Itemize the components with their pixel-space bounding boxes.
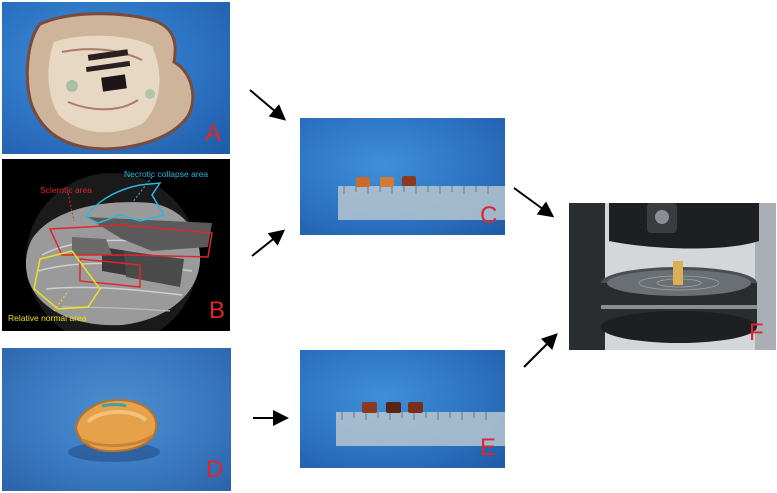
femoral-head-image	[68, 398, 160, 462]
panel-letter-b: B	[209, 297, 226, 324]
arrow-e-to-f	[523, 333, 558, 368]
panel-a-femoral-head-slice-photo: A	[2, 2, 230, 154]
panel-letter-d: D	[206, 456, 224, 483]
specimens-on-ruler-image-e	[336, 402, 505, 446]
femoral-head-slice-image	[25, 12, 195, 151]
sclerotic-area-outline	[48, 224, 213, 288]
panel-letter-f: F	[749, 319, 764, 346]
normal-area-outline	[33, 250, 101, 310]
panel-letter-e: E	[480, 434, 497, 461]
sclerotic-area-label: Sclerotic area	[40, 185, 92, 195]
necrotic-area-outline	[84, 182, 166, 224]
relative-normal-area-label: Relative normal area	[8, 313, 87, 323]
arrow-c-to-f	[513, 187, 555, 218]
panel-e-specimens-on-ruler: E	[300, 350, 505, 468]
panel-b-micro-ct-section: Necrotic collapse area Sclerotic area Re…	[2, 159, 230, 331]
panel-f-compression-testing-photo: F	[569, 203, 776, 350]
micro-ct-image	[25, 173, 213, 331]
arrow-a-to-c	[249, 89, 287, 121]
panel-c-specimens-on-ruler: C	[300, 118, 505, 235]
testing-machine-image	[569, 203, 776, 350]
panel-letter-c: C	[480, 202, 498, 229]
panel-d-femoral-head-photo: D	[2, 348, 231, 491]
necrotic-collapse-area-label: Necrotic collapse area	[124, 169, 209, 179]
panel-letter-a: A	[205, 120, 222, 147]
specimens-on-ruler-image	[338, 176, 505, 220]
arrow-b-to-c	[251, 229, 286, 257]
